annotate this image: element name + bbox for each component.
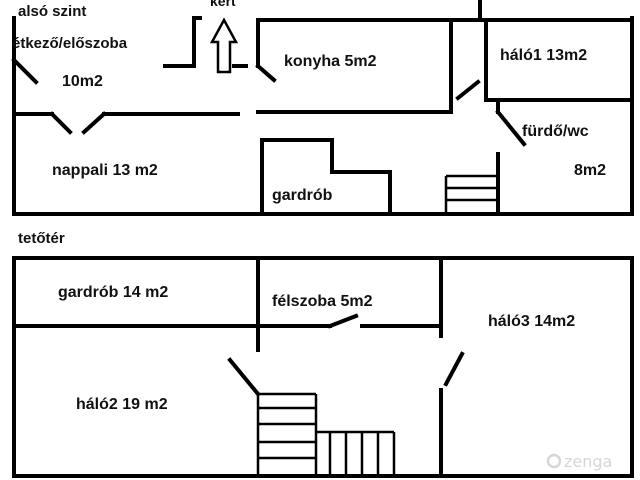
room-label-kitchen: konyha 5m2 — [284, 53, 377, 70]
room-label-half-room: félszoba 5m2 — [272, 293, 373, 310]
watermark-text: zenga — [564, 452, 612, 471]
room-area-bathroom: 8m2 — [574, 162, 606, 179]
attic-stairs — [256, 392, 396, 476]
watermark-logo-icon — [546, 453, 562, 469]
room-label-dining-hall: étkező/előszoba — [12, 35, 128, 52]
room-label-living: nappali 13 m2 — [52, 162, 158, 179]
attic-floor: tetőtér gardrób 14 m2 félszoba 5m2 háló3… — [12, 230, 634, 478]
room-label-bathroom: fürdő/wc — [522, 123, 589, 140]
entrance-label: kert — [210, 0, 236, 9]
ground-stairs — [444, 174, 500, 214]
room-label-attic-wardrobe: gardrób 14 m2 — [58, 284, 168, 301]
room-label-bedroom3: háló3 14m2 — [488, 313, 575, 330]
attic-heading: tetőtér — [18, 230, 65, 247]
entrance-arrow-icon — [209, 17, 239, 74]
room-label-ground-wardrobe: gardrób — [272, 187, 333, 204]
watermark: zenga — [546, 452, 612, 471]
ground-floor: alsó szint kert étkező/előszoba 10m2 kon… — [11, 0, 634, 216]
ground-floor-heading: alsó szint — [18, 3, 86, 20]
room-area-dining-hall: 10m2 — [62, 73, 103, 90]
room-label-bedroom1: háló1 13m2 — [500, 47, 587, 64]
room-label-bedroom2: háló2 19 m2 — [76, 396, 168, 413]
